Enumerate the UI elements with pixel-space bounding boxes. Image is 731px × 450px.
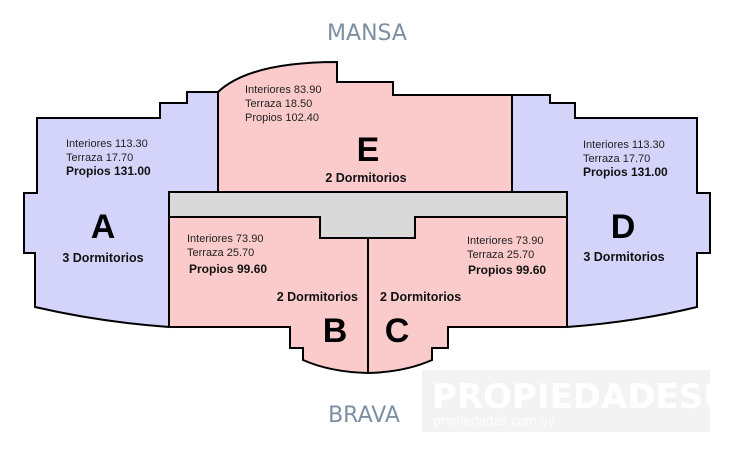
- unit-d-letter: D: [611, 208, 636, 246]
- unit-e-interiores: Interiores 83.90: [245, 84, 321, 96]
- unit-c-terraza: Terraza 25.70: [467, 249, 534, 261]
- mansa-label: MANSA: [327, 21, 407, 46]
- unit-a-area: [23, 91, 219, 329]
- unit-d-area: [511, 94, 711, 329]
- watermark-background: [422, 370, 710, 432]
- unit-e-area: [217, 60, 513, 193]
- unit-e-propios: Propios 102.40: [245, 112, 319, 124]
- unit-d-interiores: Interiores 113.30: [583, 139, 665, 151]
- unit-b-dormitorios: 2 Dormitorios: [277, 290, 358, 304]
- unit-c-letter: C: [385, 312, 410, 350]
- watermark-url: propiedades.com.uy: [433, 414, 555, 428]
- unit-a-terraza: Terraza 17.70: [66, 152, 133, 164]
- unit-a-interiores: Interiores 113.30: [66, 138, 148, 150]
- unit-c-interiores: Interiores 73.90: [467, 235, 543, 247]
- unit-c-dormitorios: 2 Dormitorios: [380, 290, 461, 304]
- unit-e-terraza: Terraza 18.50: [245, 98, 312, 110]
- unit-b-interiores: Interiores 73.90: [187, 233, 263, 245]
- brava-label: BRAVA: [328, 403, 400, 428]
- unit-a-dormitorios: 3 Dormitorios: [62, 251, 143, 265]
- unit-e-letter: E: [357, 131, 380, 169]
- unit-a-letter: A: [91, 208, 116, 246]
- unit-d-terraza: Terraza 17.70: [583, 153, 650, 165]
- unit-b-letter: B: [323, 312, 348, 350]
- watermark-brand: PROPIEDADESUY: [432, 377, 731, 417]
- unit-c-area: [367, 216, 568, 375]
- unit-c-propios: Propios 99.60: [468, 263, 546, 277]
- unit-d-propios: Propios 131.00: [583, 165, 668, 179]
- unit-e-dormitorios: 2 Dormitorios: [325, 171, 406, 185]
- unit-d-dormitorios: 3 Dormitorios: [583, 250, 664, 264]
- unit-a-propios: Propios 131.00: [66, 164, 151, 178]
- unit-b-terraza: Terraza 25.70: [187, 247, 254, 259]
- unit-b-propios: Propios 99.60: [189, 262, 267, 276]
